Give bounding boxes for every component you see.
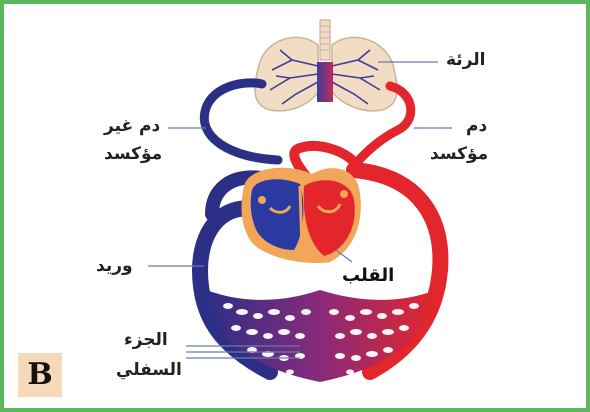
heart [242,168,361,263]
label-oxygenated-line2: مؤكسد [430,142,488,166]
label-deoxygenated-line2: مؤكسد [104,142,162,166]
label-heart: القلب [342,264,394,288]
label-vein: وريد [96,254,133,278]
label-deoxygenated-line1: دم غير [104,114,160,138]
figure-badge: B [18,353,62,397]
capillary-bed [206,290,436,382]
label-lungs: الرئة [446,48,485,72]
label-oxygenated-line1: دم [466,114,487,138]
lungs [255,20,397,111]
label-lower-body-line2: السفلي [116,358,182,382]
label-lower-body-line1: الجزء [124,328,168,352]
